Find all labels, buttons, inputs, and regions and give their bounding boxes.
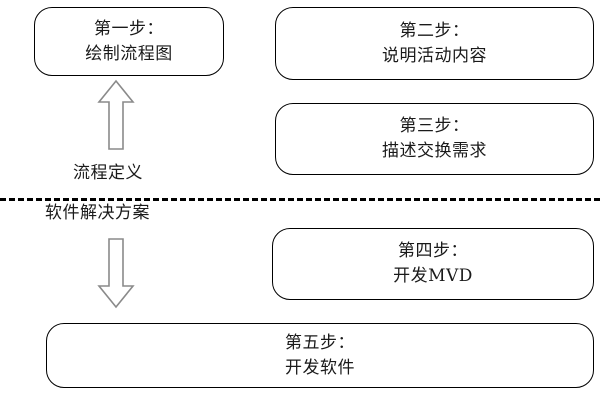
step-box-5-line-2: 开发软件 — [285, 357, 355, 378]
step-box-2-line-2: 说明活动内容 — [382, 45, 487, 66]
up-arrow-icon — [97, 79, 135, 150]
dashed-divider — [0, 198, 600, 201]
step-box-5-line-1: 第五步： — [285, 332, 355, 353]
label-software-solution: 软件解决方案 — [45, 203, 150, 223]
step-box-3-line-1: 第三步： — [399, 116, 470, 136]
step-box-3-line-2: 描述交换需求 — [382, 141, 487, 161]
step-box-1-line-1: 第一步： — [94, 18, 164, 39]
label-process-definition: 流程定义 — [73, 163, 143, 183]
step-box-3[interactable]: 第三步： 描述交换需求 — [275, 103, 594, 175]
step-box-5[interactable]: 第五步： 开发软件 — [46, 323, 594, 388]
step-box-4-line-1: 第四步： — [398, 241, 468, 261]
step-box-2-line-1: 第二步： — [399, 20, 470, 41]
down-arrow-icon — [97, 238, 135, 309]
step-box-4[interactable]: 第四步： 开发MVD — [272, 228, 594, 300]
step-box-1-line-2: 绘制流程图 — [85, 43, 173, 64]
step-box-1[interactable]: 第一步： 绘制流程图 — [34, 7, 224, 76]
step-box-4-line-2: 开发MVD — [393, 266, 473, 286]
step-box-2[interactable]: 第二步： 说明活动内容 — [275, 7, 594, 80]
